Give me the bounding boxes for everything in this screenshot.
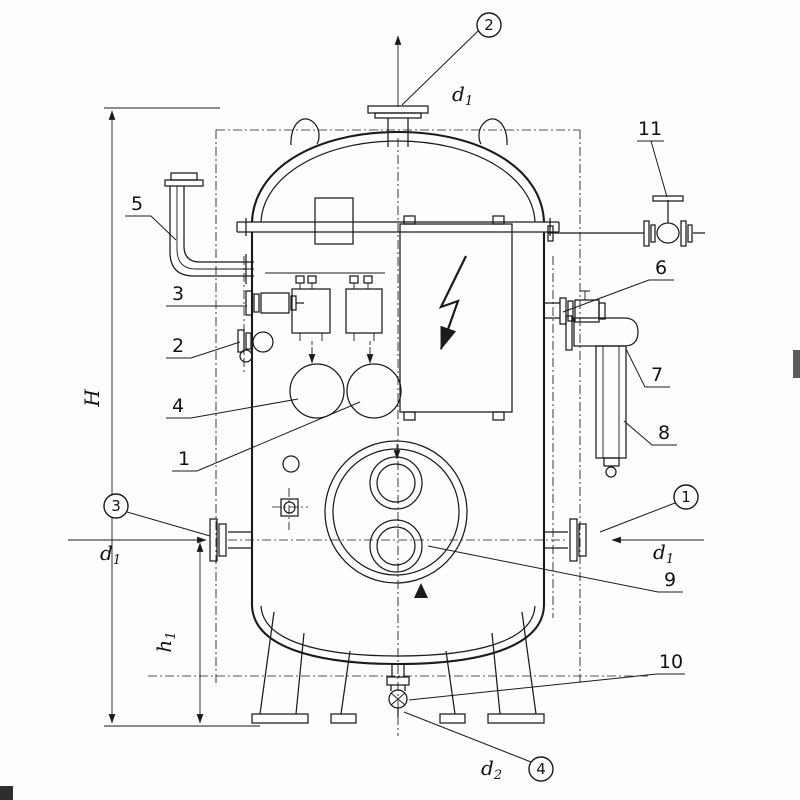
fitting-2	[237, 329, 274, 363]
valve-11	[547, 195, 705, 247]
part-label-11: 11	[637, 118, 668, 198]
top-opening	[314, 197, 354, 245]
svg-text:2: 2	[484, 16, 494, 34]
pressure-switch-left	[291, 288, 331, 334]
filter-column-8	[595, 345, 627, 478]
balloon-4: 4	[403, 711, 554, 782]
svg-text:6: 6	[655, 257, 667, 279]
dimension-h1: h1	[152, 542, 204, 724]
bottom-drain	[386, 664, 410, 717]
manway-assembly	[280, 440, 468, 598]
inlet-elbow-pipe	[164, 172, 254, 284]
svg-text:9: 9	[664, 569, 676, 591]
dimension-H: H	[80, 107, 260, 727]
svg-text:3: 3	[111, 497, 121, 515]
part-label-4: 4	[166, 395, 299, 419]
part-label-10: 10	[408, 651, 685, 701]
girth-flange	[236, 218, 560, 236]
dim-label-d1-left: d1	[100, 541, 121, 568]
part-label-5: 5	[125, 193, 177, 241]
lifting-lug-left	[290, 118, 320, 146]
valve-handwheel	[652, 195, 684, 202]
part-label-9: 9	[427, 545, 683, 593]
dim-label-d2: d2	[481, 756, 502, 783]
gauge-right	[346, 363, 402, 419]
balloon-1: 1	[599, 484, 699, 533]
svg-text:11: 11	[638, 118, 662, 140]
svg-text:7: 7	[651, 364, 663, 386]
top-head-inner	[260, 140, 536, 223]
lightning-bolt-icon	[438, 255, 467, 351]
left-nozzle	[68, 518, 252, 562]
svg-text:4: 4	[172, 395, 184, 417]
svg-text:1: 1	[178, 448, 190, 470]
svg-text:3: 3	[172, 283, 184, 305]
svg-text:1: 1	[681, 488, 691, 506]
top-nozzle	[367, 35, 429, 147]
svg-text:10: 10	[659, 651, 683, 673]
svg-text:5: 5	[131, 193, 143, 215]
svg-text:2: 2	[172, 335, 184, 357]
fitting-3	[245, 290, 304, 316]
lifting-lug-right	[478, 118, 508, 146]
part-label-7: 7	[625, 348, 670, 388]
part-label-2: 2	[166, 335, 241, 359]
dim-label-d1-top: d1	[452, 82, 473, 109]
fitting-6	[544, 290, 606, 325]
part-label-1: 1	[172, 401, 361, 472]
support-legs	[251, 611, 545, 724]
part-label-8: 8	[623, 420, 677, 446]
scan-artifact-bottom-left	[0, 786, 13, 800]
pressure-switch-right	[345, 288, 383, 334]
top-head-outer	[250, 130, 546, 223]
electric-panel	[399, 215, 513, 421]
balloon-2: 2	[401, 12, 502, 106]
bottom-head-inner	[260, 605, 536, 657]
balloon-3: 3	[103, 493, 211, 537]
gauge-left	[289, 363, 345, 419]
scan-artifact-right-edge	[793, 350, 800, 378]
part-label-6: 6	[562, 257, 674, 313]
dim-label-H: H	[80, 389, 104, 408]
construction-lines	[148, 129, 648, 736]
svg-text:8: 8	[658, 422, 670, 444]
right-nozzle	[544, 518, 704, 562]
silencer-7	[565, 315, 639, 351]
flow-arrowhead	[414, 583, 428, 598]
dim-label-d1-right: d1	[653, 540, 674, 567]
dim-label-h1: h1	[152, 631, 179, 652]
interior-components	[265, 197, 402, 419]
part-label-3: 3	[166, 283, 247, 307]
svg-text:4: 4	[536, 760, 546, 778]
